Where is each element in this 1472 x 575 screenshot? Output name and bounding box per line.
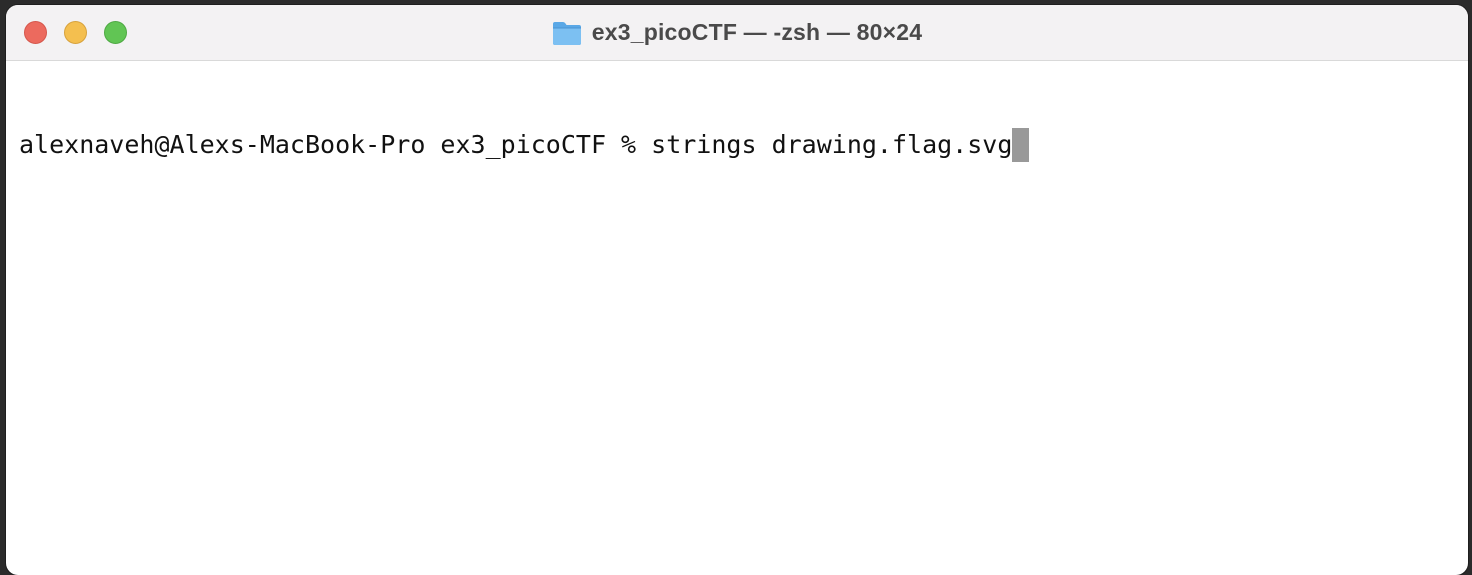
minimize-button[interactable] — [64, 21, 87, 44]
folder-icon — [552, 21, 581, 45]
terminal-window: ex3_picoCTF — -zsh — 80×24 alexnaveh@Ale… — [6, 5, 1468, 575]
command-text: strings drawing.flag.svg — [651, 130, 1013, 159]
window-title-group: ex3_picoCTF — -zsh — 80×24 — [6, 5, 1468, 60]
window-title: ex3_picoCTF — -zsh — 80×24 — [591, 19, 923, 45]
text-cursor — [1012, 128, 1030, 162]
title-bar[interactable]: ex3_picoCTF — -zsh — 80×24 — [6, 5, 1468, 61]
zoom-button[interactable] — [104, 21, 127, 44]
terminal-line: alexnaveh@Alexs-MacBook-Pro ex3_picoCTF … — [19, 128, 1468, 162]
shell-prompt: alexnaveh@Alexs-MacBook-Pro ex3_picoCTF … — [19, 130, 652, 159]
terminal-content[interactable]: alexnaveh@Alexs-MacBook-Pro ex3_picoCTF … — [6, 61, 1468, 222]
close-button[interactable] — [24, 21, 47, 44]
